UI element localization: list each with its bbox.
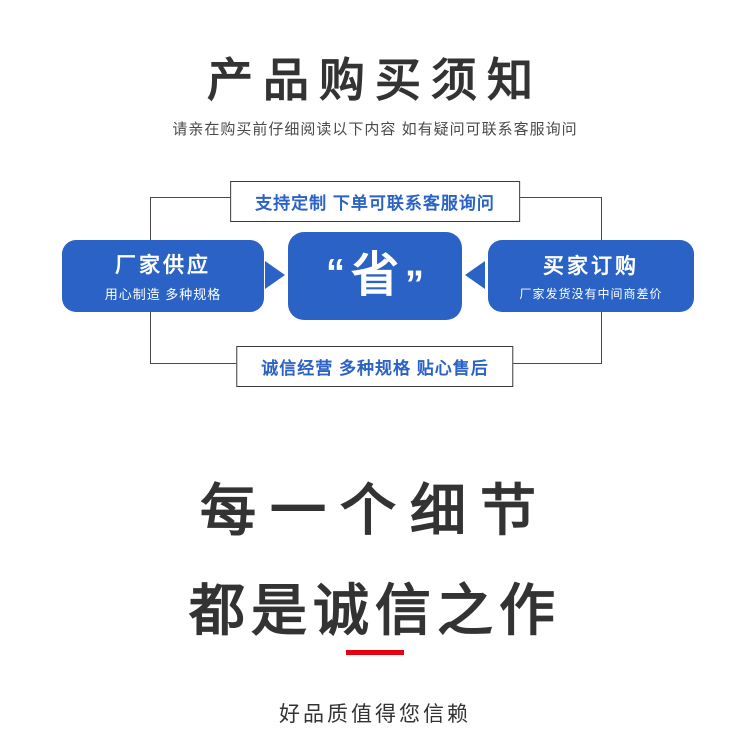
diagram-left-box: 厂家供应 用心制造 多种规格 <box>62 240 264 312</box>
right-box-subtitle: 厂家发货没有中间商差价 <box>519 287 663 301</box>
arrow-left-icon <box>465 261 485 289</box>
close-quote-icon: ” <box>405 264 424 306</box>
right-box-title: 买家订购 <box>543 255 639 278</box>
footer-headline-line2: 都是诚信之作 <box>189 579 561 642</box>
diagram-top-box: 支持定制 下单可联系客服询问 <box>230 181 520 222</box>
diagram-right-box: 买家订购 厂家发货没有中间商差价 <box>488 240 694 312</box>
page-subtitle: 请亲在购买前仔细阅读以下内容 如有疑问可联系客服询问 <box>172 121 578 138</box>
open-quote-icon: “ <box>325 252 345 294</box>
footer-tagline: 好品质值得您信赖 <box>279 703 471 726</box>
red-divider <box>346 650 404 655</box>
center-box-word: 省 <box>350 249 399 302</box>
diagram-bottom-box: 诚信经营 多种规格 贴心售后 <box>236 346 514 387</box>
diagram-center-box: “ 省 ” <box>288 232 462 320</box>
left-box-subtitle: 用心制造 多种规格 <box>104 287 222 302</box>
page-title: 产品购买须知 <box>207 54 543 106</box>
footer-headline-line1: 每一个细节 <box>200 479 550 542</box>
left-box-title: 厂家供应 <box>115 254 211 277</box>
arrow-right-icon <box>265 261 285 289</box>
